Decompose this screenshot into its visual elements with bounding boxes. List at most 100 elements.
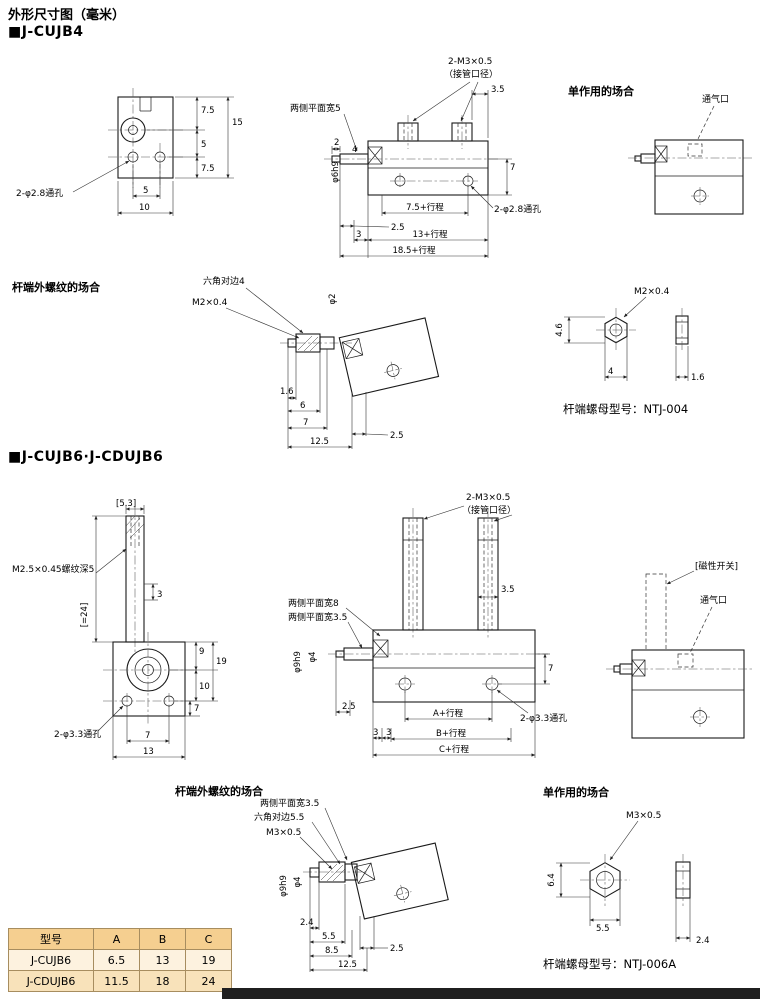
cujb6-rod-end-view: 两侧平面宽3.5 六角对边5.5 M3×0.5 φ9h9 φ4 xyxy=(254,797,449,972)
nut-model-1: 杆端螺母型号：NTJ-004 xyxy=(563,402,689,416)
table-row: J-CUJB6 6.5 13 19 xyxy=(8,949,232,971)
port-label: 2-M3×0.5 xyxy=(448,57,492,67)
rod-end-thread-label-2: 杆端外螺纹的场合 xyxy=(175,785,263,798)
cujb4-rod-end-view: 六角对边4 M2×0.4 φ2 1.6 6 xyxy=(192,275,440,449)
dim-text: 6.4 xyxy=(547,873,557,887)
dim-text: 8.5 xyxy=(325,946,339,956)
vent-port-label: 通气口 xyxy=(702,93,729,105)
dim-text: 3 xyxy=(386,728,391,738)
dim-text: 2.4 xyxy=(300,918,314,928)
vent-port-label: 通气口 xyxy=(700,594,727,606)
dim-text: 18.5+行程 xyxy=(392,245,436,256)
rod-dia-label: φ9h9 xyxy=(279,875,289,897)
rod-tip-dia-label: φ2 xyxy=(328,293,338,304)
rod-dia-label: φ6h9 xyxy=(331,161,341,183)
dim-text: 2.5 xyxy=(391,223,405,233)
port-label-2: （接管口径） xyxy=(462,504,516,516)
dim-text: 19 xyxy=(216,657,227,667)
dim-text: 7.5 xyxy=(201,106,215,116)
page-title: 外形尺寸图（毫米） xyxy=(8,8,126,23)
table-cell: 18 xyxy=(139,970,186,992)
table-cell-model: J-CDUJB6 xyxy=(8,970,94,992)
dim-text: 5 xyxy=(201,140,206,150)
table-header-model: 型号 xyxy=(8,928,94,950)
cujb6-side-view: 2-M3×0.5 （接管口径） 3.5 两侧平面宽8 两侧平面宽3.5 φ9h9… xyxy=(288,493,567,758)
dim-text: 3 xyxy=(157,590,162,600)
dim-text: 5.5 xyxy=(322,932,336,942)
dim-text: 7 xyxy=(194,704,199,714)
dim-text: 3.5 xyxy=(501,585,515,595)
dim-text: 3 xyxy=(356,230,361,240)
cujb4-side-view: 2-M3×0.5 （接管口径） 3.5 两侧平面宽5 φ6h9 2 4 7 2-… xyxy=(290,57,541,258)
rod-end-thread-label-1: 杆端外螺纹的场合 xyxy=(12,281,100,294)
table-cell-model: J-CUJB6 xyxy=(8,949,94,971)
thread-label: M2×0.4 xyxy=(192,298,228,308)
flat-width-35-label: 两侧平面宽3.5 xyxy=(288,611,347,623)
through-hole-label: 2-φ2.8通孔 xyxy=(494,204,541,215)
table-cell: 11.5 xyxy=(93,970,140,992)
hex-flats-label: 六角对边4 xyxy=(203,275,245,287)
page-footer-bar xyxy=(222,988,760,999)
cujb4-single-acting-view: 通气口 xyxy=(628,93,752,215)
cujb6-single-acting-view: [磁性开关] 通气口 xyxy=(606,560,754,739)
single-acting-label-2: 单作用的场合 xyxy=(543,786,609,799)
dim-text: 3 xyxy=(373,728,378,738)
through-hole-label: 2-φ3.3通孔 xyxy=(54,729,101,740)
dim-text: 7 xyxy=(510,163,515,173)
dim-text: 2.4 xyxy=(696,936,710,946)
tip-dia-label: φ4 xyxy=(293,876,303,887)
thread-label: M3×0.5 xyxy=(266,828,301,838)
nut-thread-label: M2×0.4 xyxy=(634,287,670,297)
dim-text: 13 xyxy=(143,747,154,757)
flat-width-8-label: 两侧平面宽8 xyxy=(288,597,339,609)
dim-text: [5.3] xyxy=(116,499,136,509)
port-label-2: （接管口径） xyxy=(444,68,498,80)
thread-depth-label: M2.5×0.45螺纹深5 xyxy=(12,563,94,575)
section-header-jcujb4: ■J-CUJB4 xyxy=(8,24,84,40)
dim-text: 10 xyxy=(139,203,150,213)
through-hole-label: 2-φ3.3通孔 xyxy=(520,713,567,724)
dim-text: 2 xyxy=(334,138,339,148)
dim-text: 1.6 xyxy=(280,387,294,397)
dim-text: 4 xyxy=(352,145,357,155)
dim-text: 7 xyxy=(145,731,150,741)
dim-text: 15 xyxy=(232,118,243,128)
table-header-c: C xyxy=(185,928,232,950)
nut-model-2: 杆端螺母型号：NTJ-006A xyxy=(543,957,677,971)
dim-text: 7.5 xyxy=(201,164,215,174)
dim-text: 13+行程 xyxy=(413,229,448,240)
dim-text: [=24] xyxy=(80,603,90,628)
dim-text: 5.5 xyxy=(596,924,610,934)
dim-text: A+行程 xyxy=(433,708,463,719)
dim-text: 5 xyxy=(143,186,148,196)
dim-text: 1.6 xyxy=(691,373,705,383)
dim-text: 12.5 xyxy=(310,437,329,447)
dim-text: 2.5 xyxy=(342,702,356,712)
table-row: J-CDUJB6 11.5 18 24 xyxy=(8,970,232,992)
magnetic-switch-label: [磁性开关] xyxy=(695,560,738,572)
cujb6-nut-view: M3×0.5 6.4 5.5 2.4 xyxy=(547,811,710,946)
dim-text: 7 xyxy=(548,664,553,674)
table-header-b: B xyxy=(139,928,186,950)
dim-text: 4 xyxy=(608,367,613,377)
dimension-table: 型号 A B C J-CUJB6 6.5 13 19 J-CDUJB6 11.5… xyxy=(8,928,232,992)
dim-text: 10 xyxy=(199,682,210,692)
dim-text: C+行程 xyxy=(439,744,470,755)
dim-text: 3.5 xyxy=(491,85,505,95)
dim-text: 2.5 xyxy=(390,431,404,441)
dim-text: 9 xyxy=(199,647,204,657)
section-header-jcujb6: ■J-CUJB6·J-CDUJB6 xyxy=(8,449,164,465)
flat-width-label: 两侧平面宽5 xyxy=(290,102,341,114)
cujb4-nut-view: M2×0.4 4.6 4 1.6 xyxy=(555,287,705,383)
nut-thread-label: M3×0.5 xyxy=(626,811,661,821)
table-cell: 24 xyxy=(185,970,232,992)
dim-text: 2.5 xyxy=(390,944,404,954)
port-label: 2-M3×0.5 xyxy=(466,493,510,503)
tip-dia-label: φ4 xyxy=(308,651,318,662)
table-cell: 6.5 xyxy=(93,949,140,971)
dim-text: 4.6 xyxy=(555,323,565,337)
dim-text: 6 xyxy=(300,401,305,411)
dim-text: B+行程 xyxy=(436,728,466,739)
